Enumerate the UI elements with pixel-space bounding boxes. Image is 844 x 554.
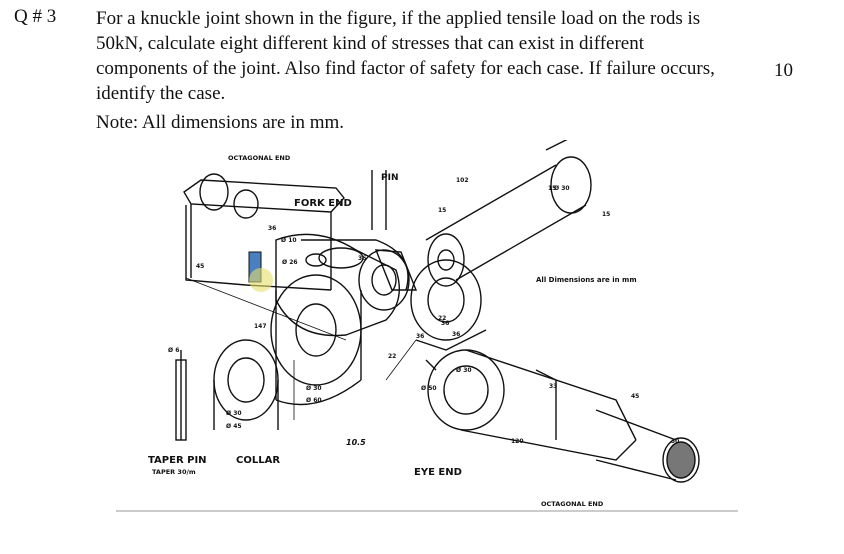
dim-45a: 45 <box>196 263 204 270</box>
label-octagonal-end-bottom: OCTAGONAL END <box>541 500 604 508</box>
label-taper-note: TAPER 30/m <box>152 468 196 476</box>
dim-45c: Ø 45 <box>226 423 242 430</box>
dim-26: Ø 26 <box>282 259 298 266</box>
dim-15a: 15 <box>438 207 446 214</box>
knuckle-joint-figure: OCTAGONAL END PIN FORK END All Dimension… <box>116 140 738 512</box>
question-text: For a knuckle joint shown in the figure,… <box>96 6 756 106</box>
dim-30b: Ø 30 <box>456 367 472 374</box>
dim-120: 120 <box>511 438 524 445</box>
dim-6: Ø 6 <box>168 347 179 354</box>
question-marks: 10 <box>774 60 793 81</box>
dim-30d: Ø 30 <box>226 410 242 417</box>
dim-15c: 15 <box>548 185 556 192</box>
dim-50: Ø 50 <box>421 385 437 392</box>
question-line: 50kN, calculate eight different kind of … <box>96 33 645 54</box>
dim-30a: Ø 30 <box>306 385 322 392</box>
dim-45b: 45 <box>631 393 639 400</box>
dim-10: Ø 10 <box>281 237 297 244</box>
dim-22b: 22 <box>438 315 446 322</box>
hand-note: 10.5 <box>346 438 366 447</box>
label-fork-end: FORK END <box>294 198 352 209</box>
dim-60: Ø 60 <box>306 397 322 404</box>
dim-147: 147 <box>254 323 267 330</box>
question-line: components of the joint. Also find facto… <box>96 58 715 79</box>
dim-22a: 22 <box>388 353 396 360</box>
question-number: Q # 3 <box>14 6 57 27</box>
dim-36a: 36 <box>268 225 276 232</box>
label-taper-pin: TAPER PIN <box>148 455 207 466</box>
dim-36c: 36 <box>416 333 424 340</box>
knuckle-joint-drawing: OCTAGONAL END PIN FORK END All Dimension… <box>116 140 738 512</box>
dim-102: 102 <box>456 177 469 184</box>
question-line: For a knuckle joint shown in the figure,… <box>96 8 701 29</box>
dim-36b: 36 <box>358 255 366 262</box>
dim-3d: Ø 30 <box>554 185 570 192</box>
dim-36d: 36 <box>452 331 460 338</box>
label-eye-end: EYE END <box>414 467 462 478</box>
question-line: identify the case. <box>96 83 226 104</box>
question-note: Note: All dimensions are in mm. <box>96 112 345 133</box>
label-pin: PIN <box>381 173 398 183</box>
label-octagonal-end-top: OCTAGONAL END <box>228 154 291 162</box>
label-all-dimensions: All Dimensions are in mm <box>536 276 637 284</box>
label-collar: COLLAR <box>236 455 280 466</box>
dim-35: 36 <box>441 320 449 327</box>
dim-15b: 15 <box>602 211 610 218</box>
dim-30c: 30 <box>671 438 679 445</box>
cursor-highlight <box>249 268 273 292</box>
dim-33: 33 <box>549 383 557 390</box>
